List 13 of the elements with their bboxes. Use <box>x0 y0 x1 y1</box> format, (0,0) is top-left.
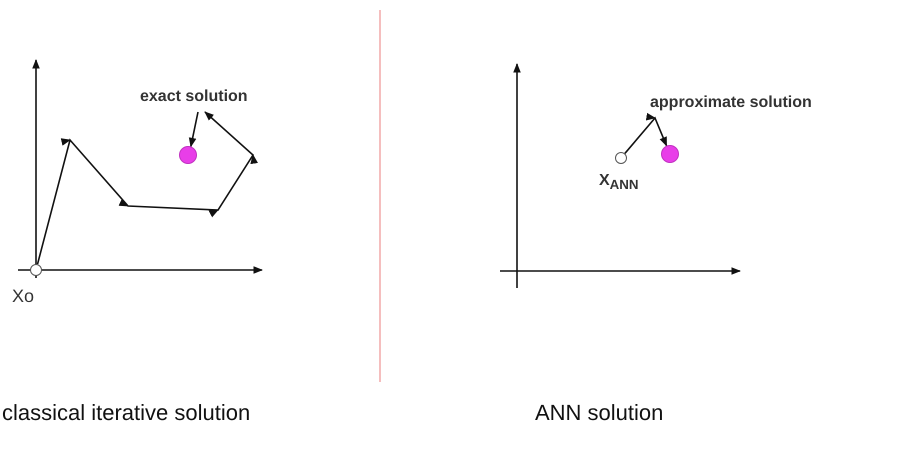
start-point <box>615 152 627 164</box>
start-point <box>30 264 42 276</box>
solution-point <box>661 145 679 163</box>
arrow <box>36 111 258 264</box>
solution-point <box>179 146 197 164</box>
panel-caption: ANN solution <box>535 400 664 426</box>
point-label: X$_{ANN}$ <box>599 171 639 194</box>
callout-text: exact solution <box>140 86 248 108</box>
arrow <box>624 112 668 154</box>
panel-caption: classical iterative solution <box>2 400 250 426</box>
point-label: approximate solution <box>650 93 812 113</box>
point-label: Xo <box>12 285 34 307</box>
arrow <box>188 112 199 148</box>
